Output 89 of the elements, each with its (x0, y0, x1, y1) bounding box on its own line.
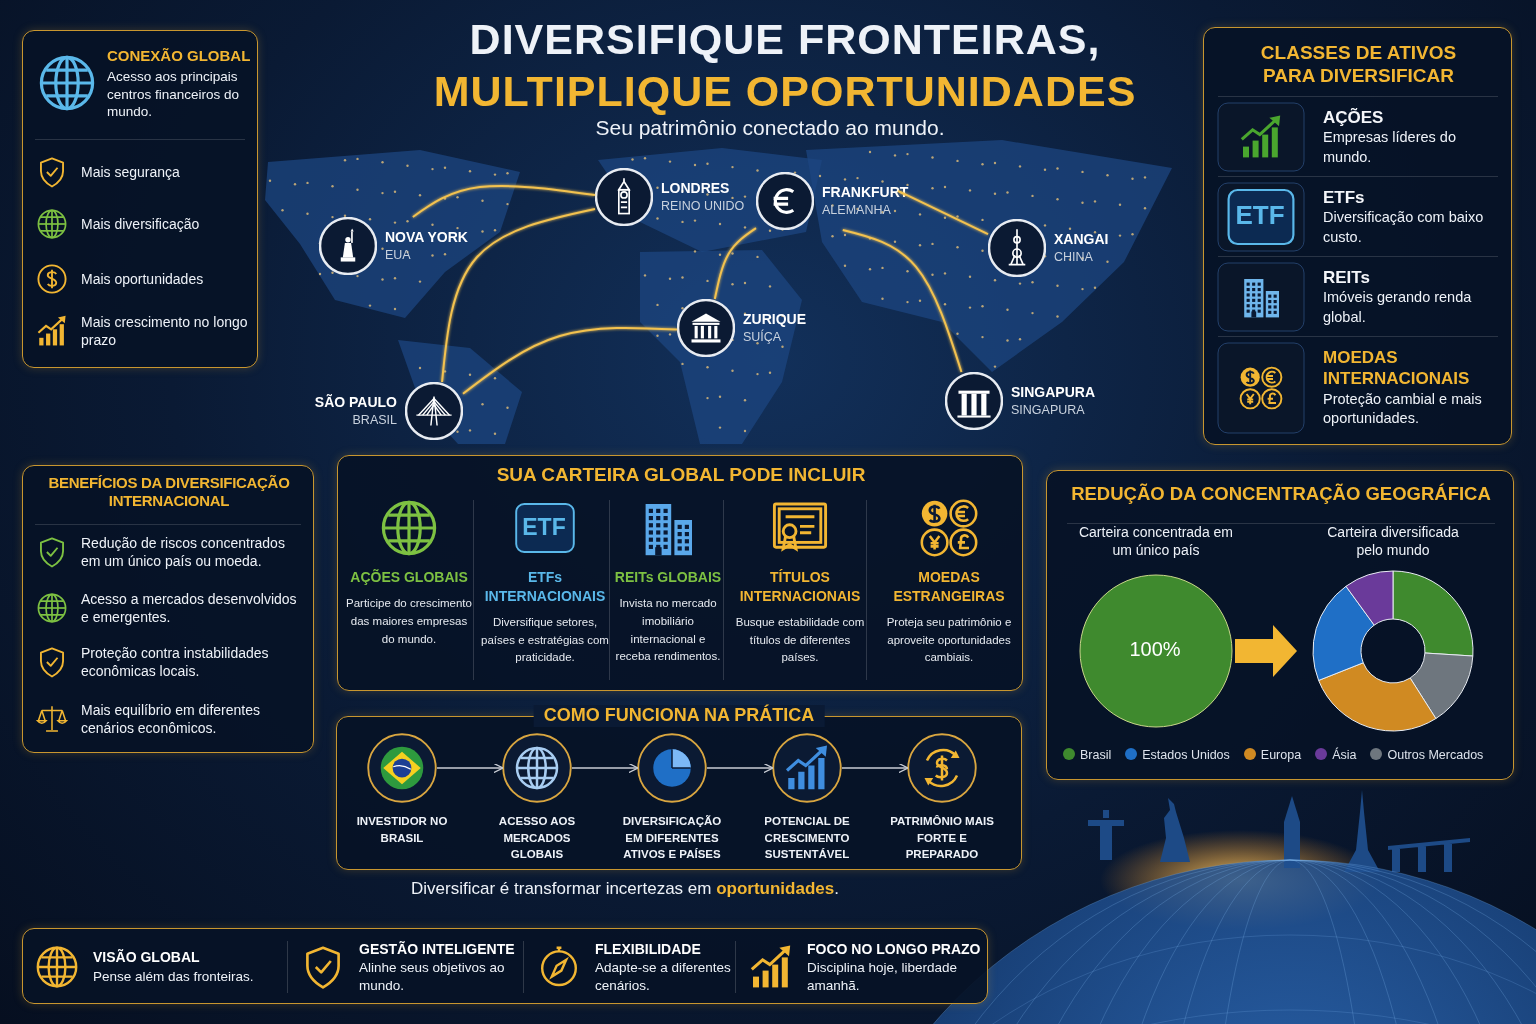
city-name: SÃO PAULO (314, 394, 397, 412)
panel-heading: COMO FUNCIONA NA PRÁTICA (533, 705, 825, 727)
asset-title: MOEDAS INTERNACIONAIS (1323, 347, 1471, 390)
item-title: VISÃO GLOBAL (93, 948, 201, 968)
legend-label: Estados Unidos (1142, 748, 1230, 762)
item-text: Alinhe seus objetivos ao mundo. (359, 959, 506, 995)
item-text: Redução de riscos concentrados em um único país ou moeda. (81, 533, 286, 571)
chart-subtitle: Carteira concentrada em um único país (1077, 523, 1235, 560)
data-label: 100% (1128, 638, 1182, 661)
connector-line (897, 190, 989, 236)
asset-description: Empresas líderes do mundo. (1323, 128, 1457, 167)
asset-description: Imóveis gerando renda global. (1323, 288, 1473, 327)
city-name: XANGAI (1054, 231, 1109, 249)
asset-title: ETFs (1323, 186, 1366, 209)
asset-description: Proteção cambial e mais oportunidades. (1323, 389, 1483, 429)
connector-line (713, 227, 757, 300)
bottom-panel (22, 928, 988, 1004)
info-panel (337, 455, 1023, 691)
item-text: Acesso a mercados desenvolvidos e emergentes. (81, 589, 298, 627)
asset-description: Participe do crescimento das maiores empresas do mundo. (345, 595, 473, 647)
info-panel (22, 30, 258, 368)
asset-title: ETFs INTERNACIONAIS (483, 568, 607, 606)
item-title: GESTÃO INTELIGENTE (359, 939, 516, 959)
item-text: Mais equilíbrio em diferentes cenários econômicos. (81, 700, 261, 738)
city-name: NOVA YORK (385, 229, 468, 247)
city-name: SINGAPURA (1011, 384, 1095, 402)
panel-text: Acesso aos principais centros financeiros do mundo. (107, 68, 241, 121)
panel-heading: BENEFÍCIOS DA DIVERSIFICAÇÃO INTERNACIONAL (47, 474, 291, 510)
panel-heading: CLASSES DE ATIVOS PARA DIVERSIFICAR (1259, 42, 1458, 88)
country-name: BRASIL (351, 411, 397, 428)
item-text: Adapte-se a diferentes cenários. (595, 959, 732, 995)
item-text: Mais segurança (81, 162, 180, 182)
asset-description: Invista no mercado imobiliário internacional e receba rendimentos. (614, 595, 722, 665)
step-caption: POTENCIAL DE CRESCIMENTO SUSTENTÁVEL (763, 814, 851, 863)
legend-label: Outros Mercados (1387, 748, 1484, 762)
chart-panel (1046, 470, 1514, 780)
arrow (706, 762, 774, 774)
arrow (571, 762, 639, 774)
city-name: ZURIQUE (743, 311, 806, 329)
city-name: FRANKFURT (822, 184, 909, 202)
asset-title: TÍTULOS INTERNACIONAIS (738, 568, 862, 606)
country-name: ALEMANHA (822, 201, 892, 218)
asset-description: Diversificação com baixo custo. (1323, 208, 1485, 247)
item-text: Pense além das fronteiras. (93, 968, 254, 986)
connector-line (841, 229, 963, 373)
legend-label: Brasil (1080, 748, 1112, 762)
asset-title: MOEDAS ESTRANGEIRAS (892, 568, 1006, 606)
panel-heading: CONEXÃO GLOBAL (107, 47, 252, 64)
tagline: Diversificar é transformar incertezas em oportunidades. (410, 879, 840, 899)
step-caption: INVESTIDOR NO BRASIL (355, 814, 449, 846)
step-caption: DIVERSIFICAÇÃO EM DIFERENTES ATIVOS E PAÍSES (621, 814, 723, 863)
icon-text: ETF (1234, 200, 1286, 231)
country-name: SUÍÇA (743, 328, 783, 345)
item-text: Mais crescimento no longo prazo (81, 312, 249, 350)
item-text: Mais diversificação (81, 214, 200, 234)
asset-description: Busque estabilidade com títulos de diferentes países. (734, 614, 866, 666)
arrow (436, 762, 504, 774)
item-title: FLEXIBILIDADE (595, 939, 702, 959)
chart-subtitle: Carteira diversificada pelo mundo (1326, 523, 1460, 560)
connector-line (411, 184, 596, 218)
panel-heading: SUA CARTEIRA GLOBAL PODE INCLUIR (495, 464, 867, 487)
item-text: Mais oportunidades (81, 269, 204, 289)
city-name: LONDRES (661, 180, 731, 198)
item-text: Disciplina hoje, liberdade amanhã. (807, 959, 959, 995)
step-caption: ACESSO AOS MERCADOS GLOBAIS (497, 814, 577, 863)
asset-title: AÇÕES GLOBAIS (350, 568, 468, 587)
info-panel (22, 465, 314, 753)
connector-line (441, 207, 596, 383)
asset-title: REITs (1323, 266, 1371, 289)
connector-line (462, 326, 678, 395)
asset-title: REITs GLOBAIS (614, 568, 722, 587)
legend-label: Europa (1260, 748, 1302, 762)
info-panel (1203, 27, 1512, 445)
asset-title: AÇÕES (1323, 106, 1385, 129)
icon-text: ETF (521, 514, 567, 541)
subtitle: Seu patrimônio conectado ao mundo. (594, 116, 946, 140)
country-name: CHINA (1054, 248, 1094, 265)
country-name: SINGAPURA (1011, 401, 1086, 418)
panel-heading: REDUÇÃO DA CONCENTRAÇÃO GEOGRÁFICA (1070, 483, 1492, 506)
legend-label: Ásia (1332, 748, 1357, 762)
title: DIVERSIFIQUE FRONTEIRAS, MULTIPLIQUE OPORTUNIDADES (432, 14, 1138, 117)
arrow (841, 762, 909, 774)
step-caption: PATRIMÔNIO MAIS FORTE E PREPARADO (889, 814, 995, 863)
asset-description: Proteja seu patrimônio e aproveite oportunidades cambiais. (885, 614, 1013, 666)
item-text: Proteção contra instabilidades econômicas locais. (81, 643, 270, 681)
item-title: FOCO NO LONGO PRAZO (807, 939, 982, 959)
country-name: EUA (385, 246, 412, 263)
country-name: REINO UNIDO (661, 197, 745, 214)
asset-description: Diversifique setores, países e estratégias com praticidade. (480, 614, 610, 666)
